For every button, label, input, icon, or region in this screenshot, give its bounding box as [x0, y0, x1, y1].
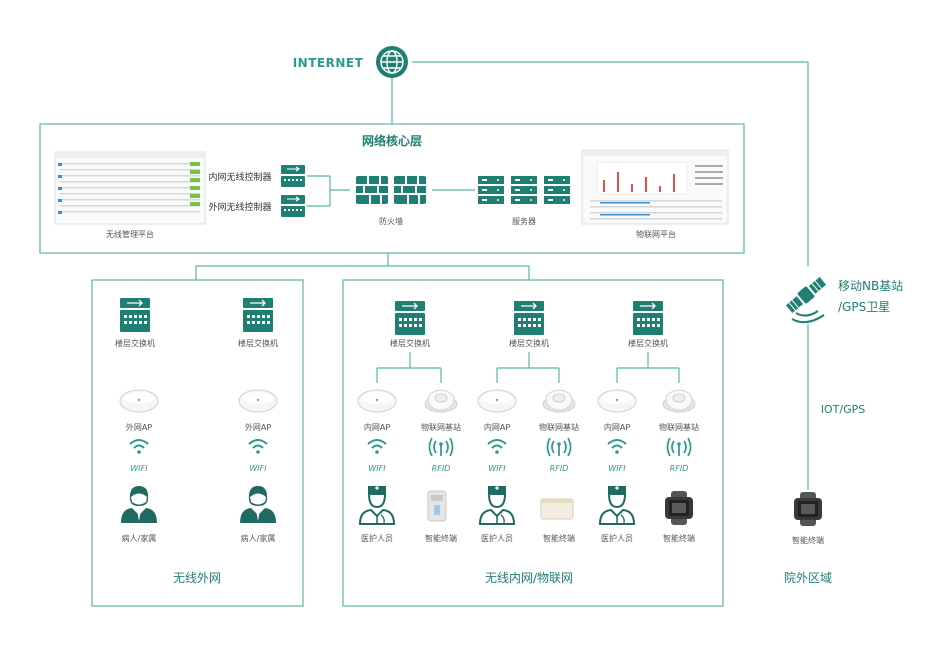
- inner-net-box: [342, 279, 724, 607]
- core-layer-box: [39, 123, 745, 254]
- server-icon-3: [544, 176, 570, 204]
- medical-staff-icon: [359, 485, 395, 525]
- wireless-platform-screenshot: [54, 151, 206, 225]
- floor-switch-icon-5: [632, 300, 664, 336]
- floor-switch-icon: [119, 297, 151, 333]
- rfid-label-3: RFID: [670, 464, 689, 473]
- smart-watch-icon: [665, 491, 693, 525]
- medical-staff-icon-3: [599, 485, 635, 525]
- patient-icon: [121, 486, 157, 523]
- rfid-icon-2: [546, 437, 572, 457]
- inner-ap-label-1: 内网AP: [364, 422, 390, 432]
- smart-watch-icon-2: [794, 492, 822, 526]
- inner-controller-icon: [280, 164, 306, 188]
- rfid-icon: [428, 437, 454, 457]
- server-label: 服务器: [512, 216, 536, 226]
- outer-switch-label-1: 楼层交换机: [115, 338, 155, 348]
- inner-wifi-label-1: WIFI: [368, 464, 386, 473]
- inner-net-title: 无线内网/物联网: [485, 571, 573, 585]
- medical-staff-icon-2: [479, 485, 515, 525]
- terminal-label-3: 智能终端: [663, 533, 695, 543]
- outer-controller-label: 外网无线控制器: [208, 201, 271, 213]
- server-icon-2: [511, 176, 537, 204]
- server-icon: [478, 176, 504, 204]
- firewall-label: 防火墙: [379, 216, 403, 226]
- terminal-label-1: 智能终端: [425, 533, 457, 543]
- ap-icon-5: [597, 389, 637, 413]
- inner-wifi-label-2: WIFI: [488, 464, 506, 473]
- remote-terminal-label: 智能终端: [792, 535, 824, 545]
- firewall-icon-2: [393, 175, 427, 205]
- iot-station-label-2: 物联网基站: [539, 422, 579, 432]
- iot-gps-label: IOT/GPS: [821, 403, 865, 416]
- outer-ap-label-2: 外网AP: [245, 422, 271, 432]
- rfid-label-1: RFID: [432, 464, 451, 473]
- iot-platform-screenshot: [581, 149, 729, 225]
- iot-station-label-1: 物联网基站: [421, 422, 461, 432]
- inner-switch-label-2: 楼层交换机: [509, 338, 549, 348]
- remote-area-label: 院外区域: [784, 571, 832, 585]
- inner-ap-label-3: 内网AP: [604, 422, 630, 432]
- ap-icon-3: [357, 389, 397, 413]
- wall-terminal-icon: [540, 498, 574, 520]
- floor-switch-icon-2: [242, 297, 274, 333]
- ap-icon: [119, 389, 159, 413]
- wifi-icon-5: [607, 439, 627, 455]
- wifi-icon-4: [487, 439, 507, 455]
- inner-controller-label: 内网无线控制器: [208, 171, 271, 183]
- inner-wifi-label-3: WIFI: [608, 464, 626, 473]
- rfid-icon-3: [666, 437, 692, 457]
- globe-icon: [376, 46, 408, 78]
- iot-station-label-3: 物联网基站: [659, 422, 699, 432]
- ap-icon-4: [477, 389, 517, 413]
- connection-lines: [195, 61, 809, 490]
- outer-user-label-2: 病人/家属: [241, 533, 276, 543]
- floor-switch-icon-4: [513, 300, 545, 336]
- outer-controller-icon: [280, 194, 306, 218]
- outer-switch-label-2: 楼层交换机: [238, 338, 278, 348]
- iot-station-icon-2: [542, 389, 576, 413]
- wireless-platform-label: 无线管理平台: [106, 229, 154, 239]
- inner-switch-label-3: 楼层交换机: [628, 338, 668, 348]
- core-title: 网络核心层: [362, 133, 422, 148]
- outer-wifi-label-1: WIFI: [130, 464, 148, 473]
- staff-label-1: 医护人员: [361, 533, 393, 543]
- outer-user-label-1: 病人/家属: [122, 533, 157, 543]
- internet-label: INTERNET: [293, 56, 364, 70]
- iot-station-icon: [424, 389, 458, 413]
- outer-wifi-label-2: WIFI: [249, 464, 267, 473]
- staff-label-2: 医护人员: [481, 533, 513, 543]
- firewall-icon: [355, 175, 389, 205]
- wifi-icon-2: [248, 439, 268, 455]
- inner-ap-label-2: 内网AP: [484, 422, 510, 432]
- inner-switch-label-1: 楼层交换机: [390, 338, 430, 348]
- smart-badge-icon: [427, 490, 447, 522]
- nb-station-label-line1: 移动NB基站: [838, 279, 903, 293]
- rfid-label-2: RFID: [550, 464, 569, 473]
- floor-switch-icon-3: [394, 300, 426, 336]
- outer-net-box: [91, 279, 304, 607]
- staff-label-3: 医护人员: [601, 533, 633, 543]
- iot-platform-label: 物联网平台: [636, 229, 676, 239]
- outer-ap-label-1: 外网AP: [126, 422, 152, 432]
- wifi-icon: [129, 439, 149, 455]
- patient-icon-2: [240, 486, 276, 523]
- iot-station-icon-3: [662, 389, 696, 413]
- wifi-icon-3: [367, 439, 387, 455]
- terminal-label-2: 智能终端: [543, 533, 575, 543]
- nb-station-label-line2: /GPS卫星: [838, 300, 890, 314]
- satellite-icon: [785, 277, 827, 324]
- ap-icon-2: [238, 389, 278, 413]
- outer-net-title: 无线外网: [173, 571, 221, 585]
